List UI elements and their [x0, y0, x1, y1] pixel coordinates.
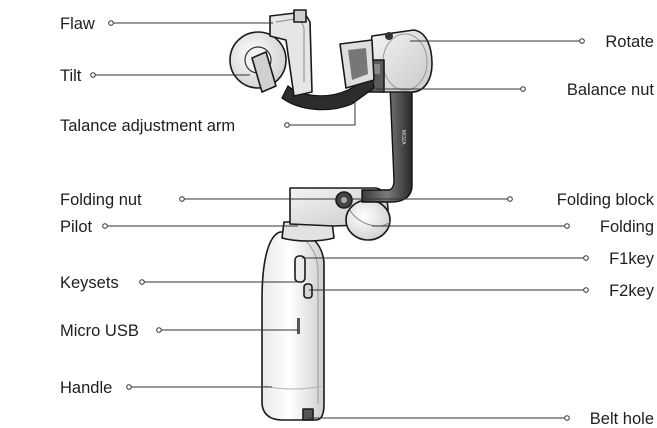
label-balance-nut: Balance nut: [567, 81, 655, 99]
micro-usb-port: [297, 318, 300, 334]
label-f1key: F1key: [609, 250, 655, 268]
label-folding: Folding: [600, 218, 654, 236]
label-keysets: Keysets: [60, 274, 119, 292]
tilt-knob: [251, 51, 277, 93]
label-handle: Handle: [60, 379, 112, 397]
label-pilot: Pilot: [60, 218, 93, 236]
folding-cylinder: [345, 199, 391, 241]
label-flaw: Flaw: [60, 15, 95, 33]
label-talance-adjustment-arm: Talance adjustment arm: [60, 117, 235, 135]
pilot-neck: [281, 221, 335, 242]
vertical-arm: [361, 85, 413, 203]
label-folding-block: Folding block: [557, 191, 655, 209]
label-tilt: Tilt: [60, 67, 82, 85]
label-f2key: F2key: [609, 282, 655, 300]
belt-hole: [302, 408, 314, 421]
talance-arm: [281, 75, 375, 111]
f1key-button: [294, 255, 306, 283]
handle-body: [261, 231, 325, 421]
callout-labels: Flaw Tilt Talance adjustment arm Folding…: [60, 15, 655, 428]
svg-text:MOZA: MOZA: [400, 130, 406, 145]
gimbal-illustration: MOZA: [229, 9, 433, 421]
label-micro-usb: Micro USB: [60, 322, 139, 340]
label-folding-nut: Folding nut: [60, 191, 142, 209]
f2key-button: [303, 283, 313, 299]
label-belt-hole: Belt hole: [590, 410, 654, 428]
leader-lines: [90, 20, 589, 421]
label-rotate: Rotate: [605, 33, 654, 51]
